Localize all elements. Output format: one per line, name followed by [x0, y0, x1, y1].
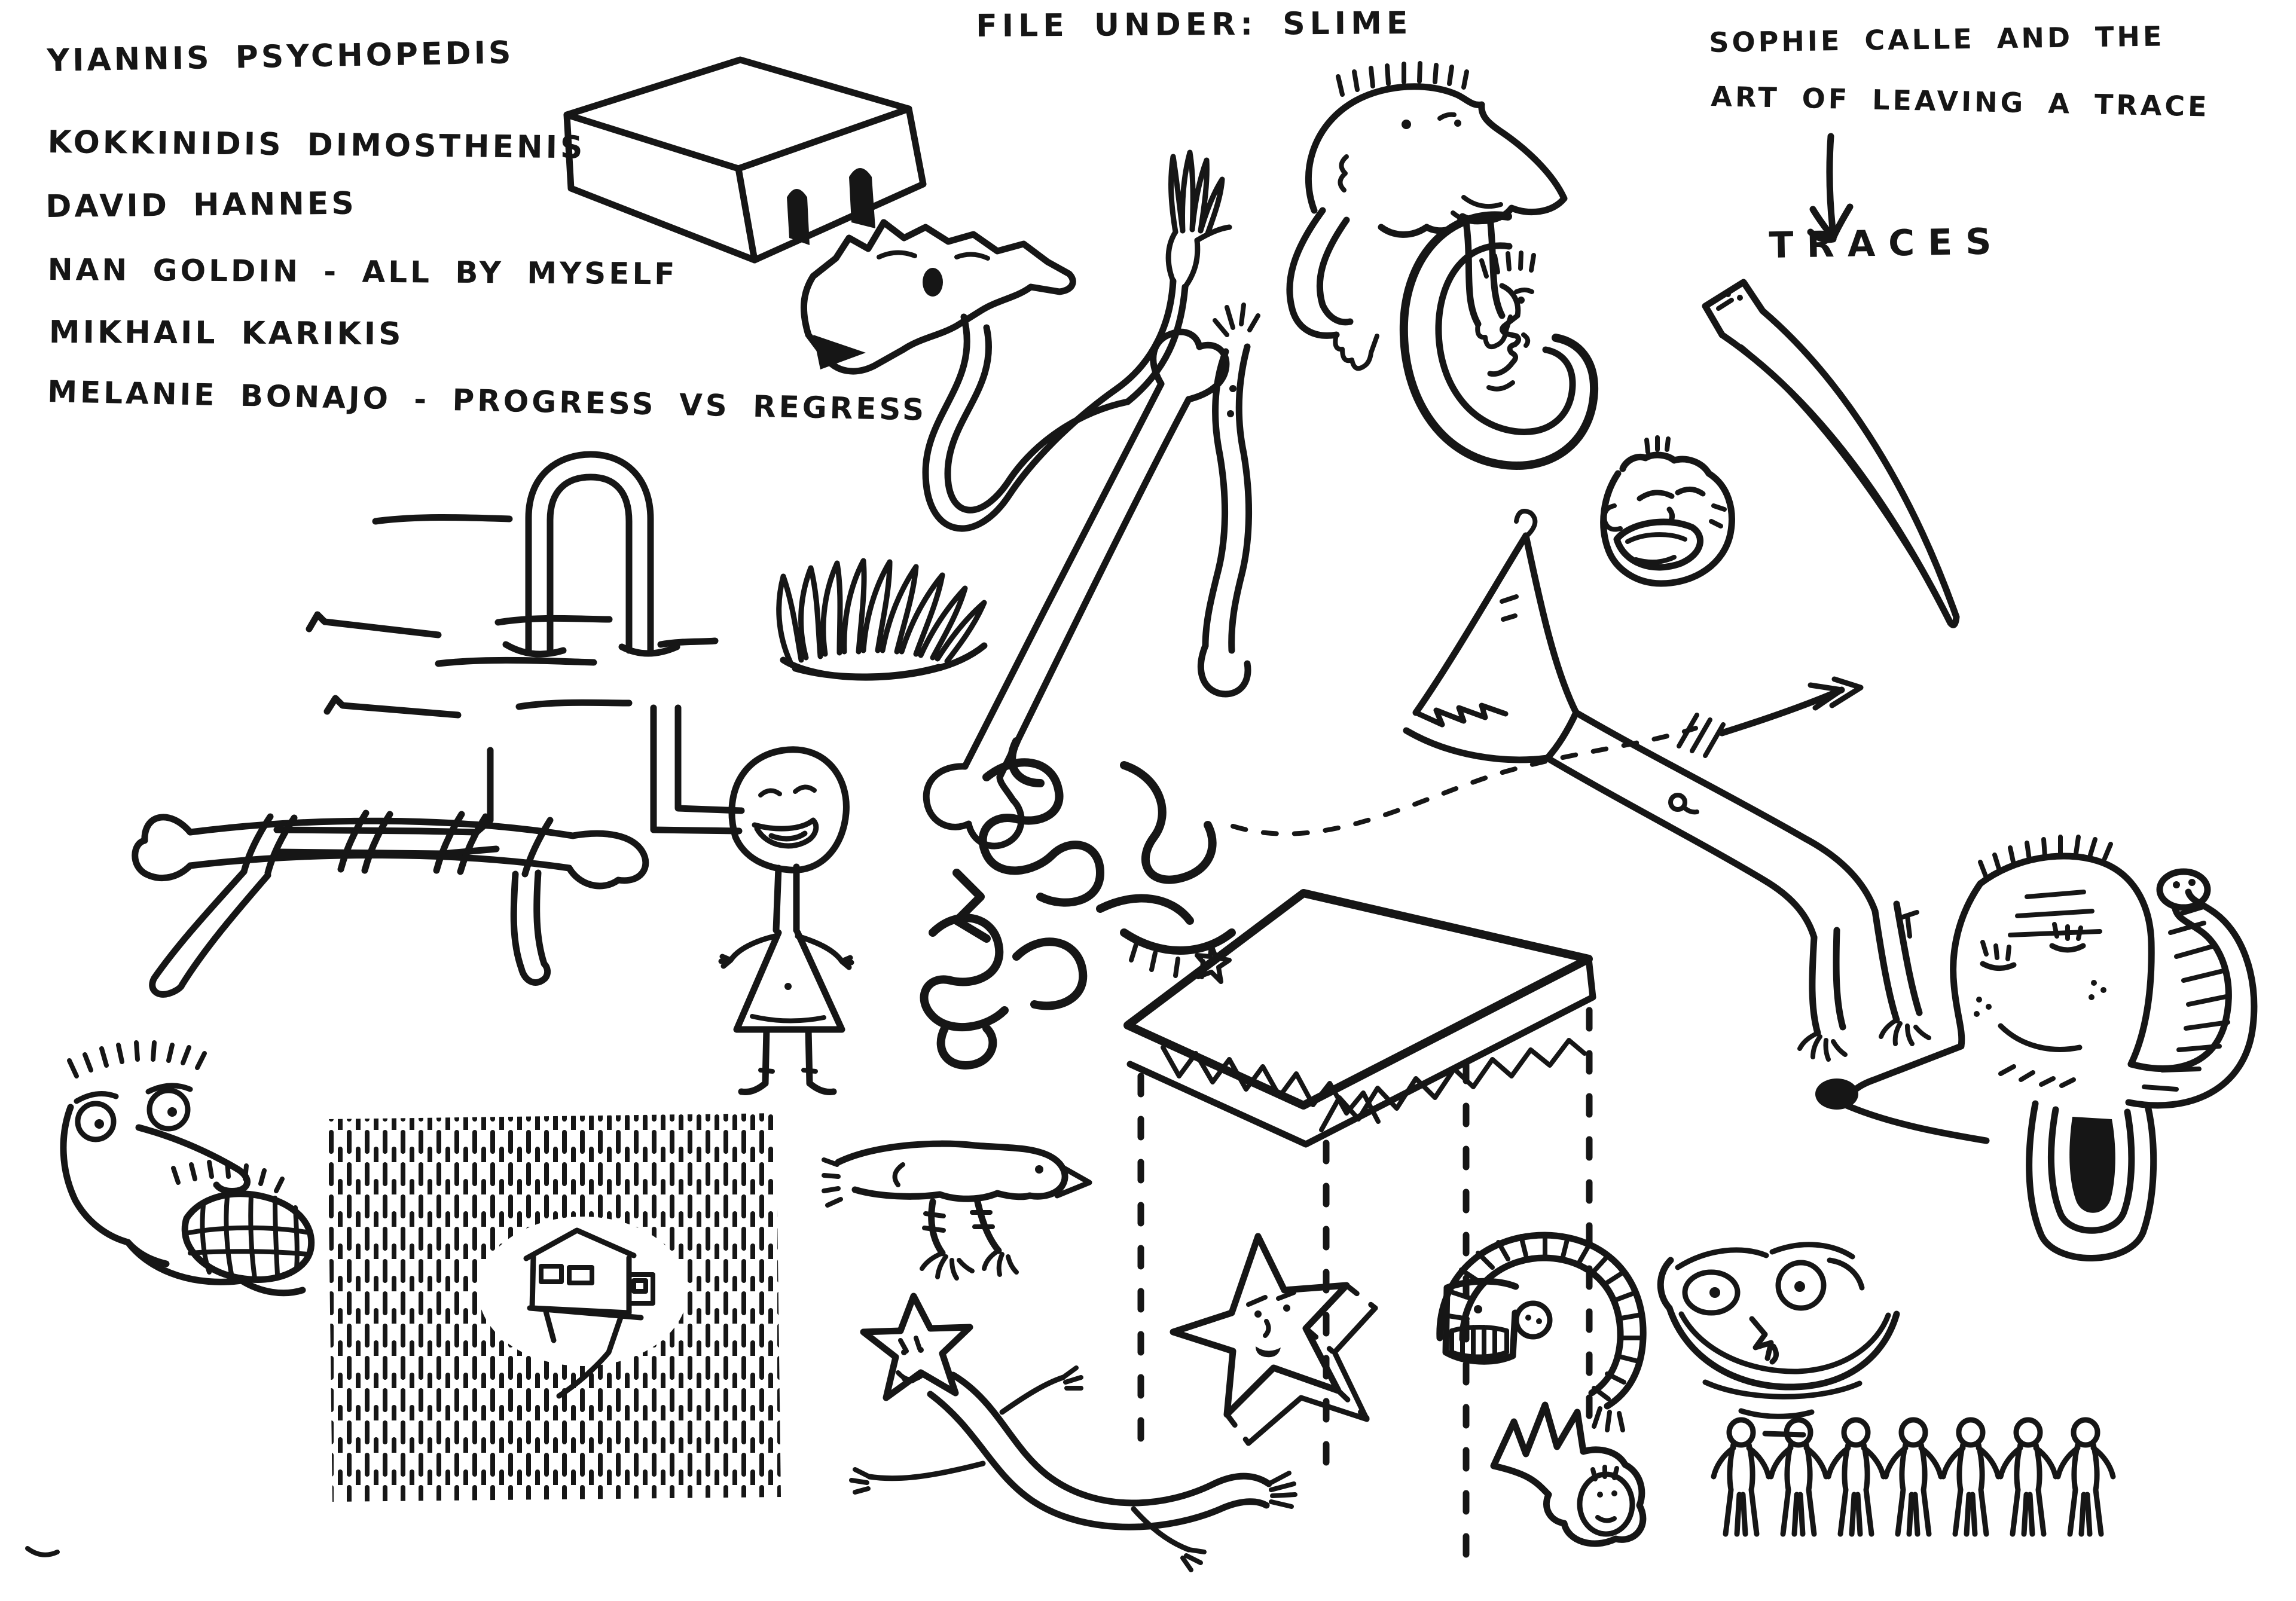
smiling-girl-doodle — [718, 746, 854, 1095]
nose-face-walker-doodle — [1286, 61, 1568, 371]
fin-head-strider-doodle — [1403, 509, 1931, 1062]
severed-arm-doodle — [1198, 303, 1260, 698]
laughing-head-doodle — [1600, 435, 1735, 587]
bag-frame-doodle — [273, 451, 745, 857]
hood-snout-figure-doodle — [1436, 1232, 1647, 1432]
cardboard-table-doodle — [1123, 889, 1596, 1570]
flame-comet-face-doodle — [1490, 1401, 1647, 1547]
paper-star-doodle — [1170, 1233, 1378, 1446]
twisted-bone-doodle — [132, 809, 649, 998]
down-arrow-doodle — [1807, 133, 1854, 243]
squiggle-mass-doodle — [920, 737, 1236, 1070]
ear-with-face-doodle — [1399, 211, 1599, 470]
goose-head-doodle — [822, 1140, 1092, 1281]
tusk-doodle — [1702, 279, 1960, 628]
grin-mask-doodle — [1657, 1242, 1900, 1438]
grid-mouth-face-doodle — [60, 1040, 315, 1297]
box-block-doodle — [563, 56, 927, 264]
hedgehog-fan-doodle — [776, 558, 988, 681]
rock-creature-doodle — [801, 149, 1232, 532]
dashed-arrow-doodle — [1231, 676, 1864, 836]
star-head-snake-doodle — [849, 1293, 1297, 1572]
elephant-face-doodle — [1815, 835, 2258, 1261]
stray-mark-doodle — [25, 1546, 60, 1557]
paper-doll-chain-doodle — [1714, 1420, 2113, 1534]
hatched-field-doodle — [328, 1113, 781, 1502]
